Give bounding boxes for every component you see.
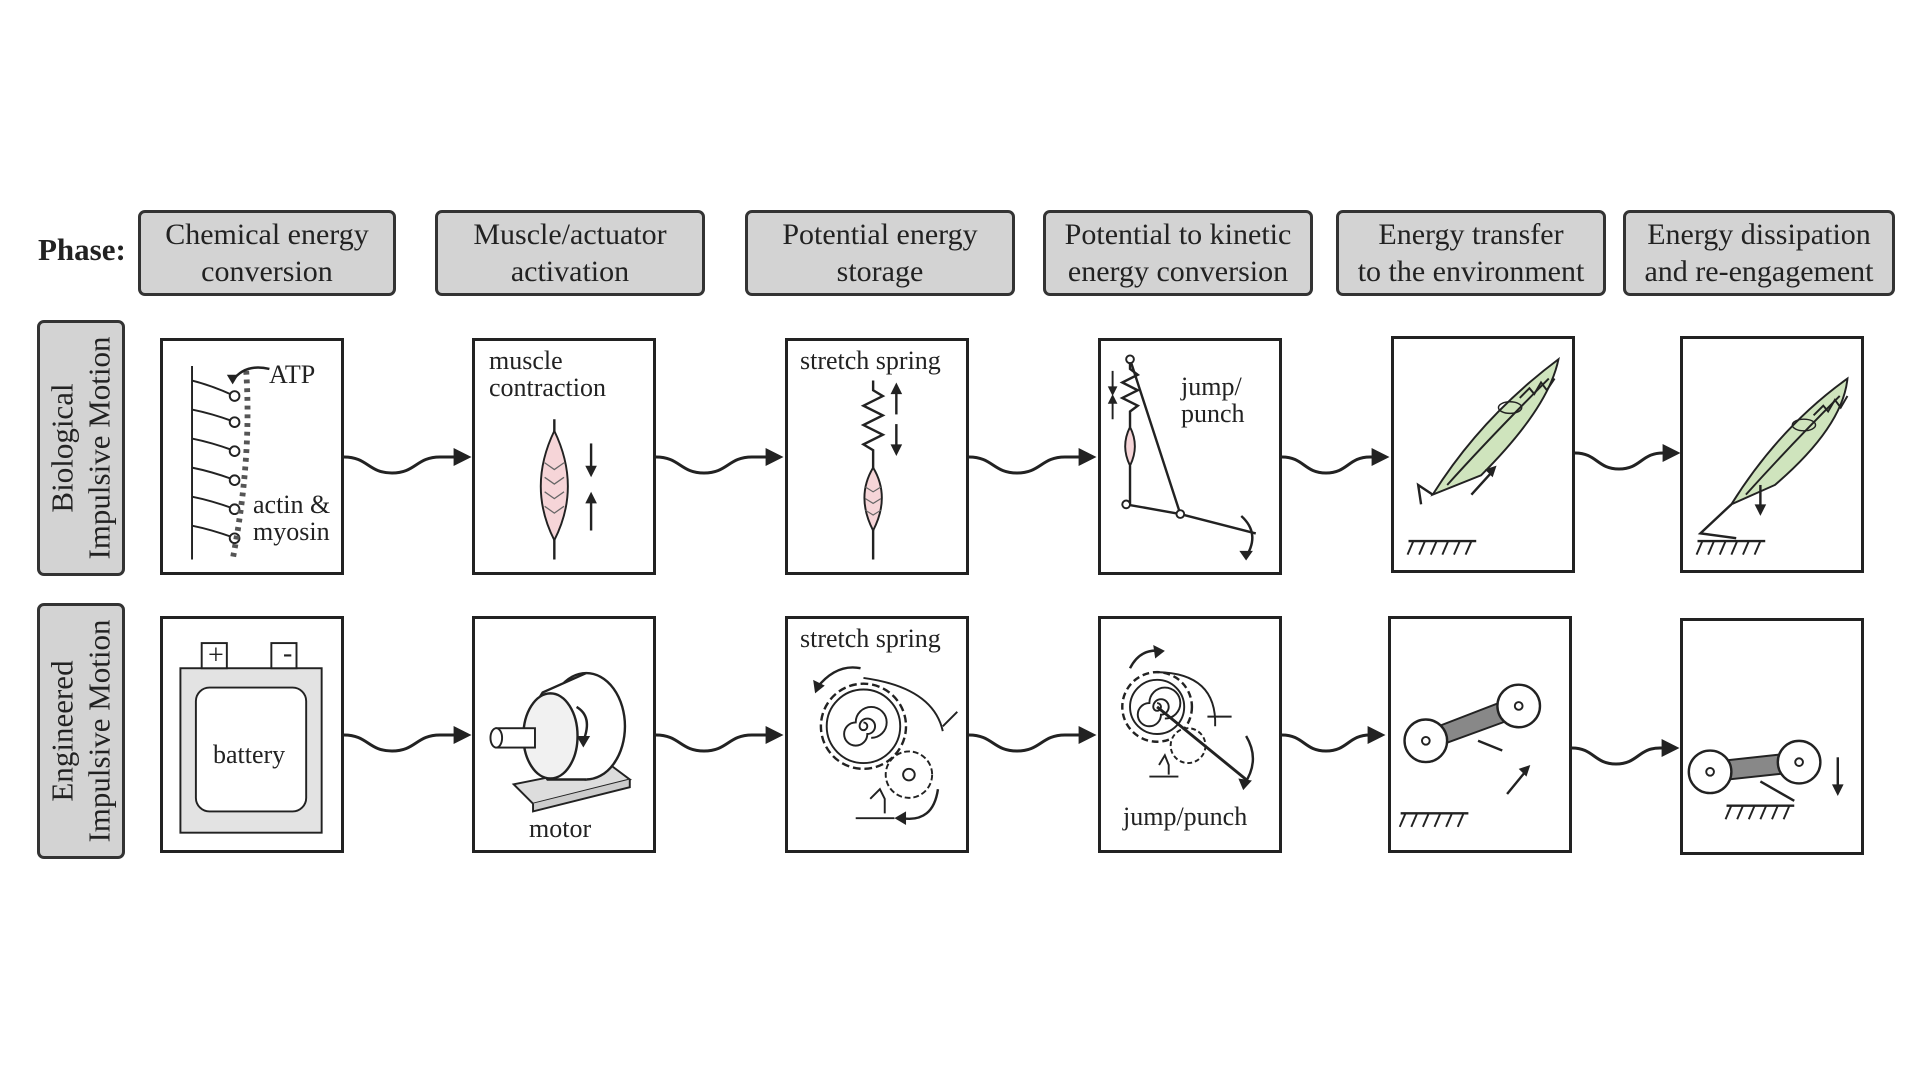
gear-release-illustration bbox=[1121, 645, 1255, 791]
panel-energy-transfer-eng bbox=[1388, 616, 1572, 853]
arrow-eng-2 bbox=[655, 726, 784, 753]
phase-energy-dissipation: Energy dissipation and re-engagement bbox=[1623, 210, 1895, 296]
arrow-eng-1 bbox=[343, 726, 472, 753]
spring-muscle-illustration bbox=[860, 380, 903, 560]
insect-leg-reengage-illustration bbox=[1695, 376, 1849, 556]
row-label-engineered: Engineered Impulsive Motion bbox=[37, 603, 125, 859]
row-label-biological: Biological Impulsive Motion bbox=[37, 320, 125, 576]
stretch-spring-bio-label: stretch spring bbox=[800, 346, 941, 375]
panel-jump-punch-eng: jump/punch bbox=[1098, 616, 1282, 853]
panel-stretch-spring-eng: stretch spring bbox=[785, 616, 969, 853]
arrow-eng-4 bbox=[1281, 726, 1386, 753]
stretch-spring-eng-label: stretch spring bbox=[800, 624, 941, 653]
row-label-biological-text: Biological Impulsive Motion bbox=[44, 336, 116, 560]
battery-plus-terminal: + bbox=[208, 640, 224, 671]
jump-punch-bio-label: jump/ punch bbox=[1181, 372, 1245, 429]
arrow-bio-4 bbox=[1281, 448, 1390, 475]
arrow-eng-5 bbox=[1571, 739, 1680, 766]
atp-label: ATP bbox=[269, 360, 316, 389]
insect-leg-ground-illustration bbox=[1406, 356, 1560, 556]
panel-muscle-contraction: muscle contraction bbox=[472, 338, 656, 575]
actin-myosin-label: actin & myosin bbox=[253, 490, 331, 547]
arrow-bio-3 bbox=[968, 448, 1097, 475]
row-label-engineered-text: Engineered Impulsive Motion bbox=[44, 619, 116, 843]
arrow-bio-2 bbox=[655, 448, 784, 475]
spiral-spring-gears-illustration bbox=[813, 666, 958, 825]
arrow-bio-5 bbox=[1574, 444, 1681, 471]
phase-label: Phase: bbox=[38, 232, 126, 267]
panel-motor: motor bbox=[472, 616, 656, 853]
phase-chemical-energy-conversion: Chemical energy conversion bbox=[138, 210, 396, 296]
phase-muscle-actuator-activation: Muscle/actuator activation bbox=[435, 210, 705, 296]
phase-potential-energy-storage: Potential energy storage bbox=[745, 210, 1015, 296]
panel-energy-dissipation-eng bbox=[1680, 618, 1864, 855]
panel-energy-dissipation-bio bbox=[1680, 336, 1864, 573]
muscle-contraction-label: muscle contraction bbox=[489, 346, 606, 403]
jump-punch-eng-label: jump/punch bbox=[1123, 802, 1248, 831]
actin-myosin-illustration bbox=[191, 366, 270, 561]
motor-label: motor bbox=[529, 814, 592, 843]
arrow-bio-1 bbox=[343, 448, 472, 475]
motor-illustration bbox=[489, 671, 632, 813]
panel-energy-transfer-bio bbox=[1391, 336, 1575, 573]
battery-minus-terminal: - bbox=[283, 638, 293, 669]
battery-illustration bbox=[179, 642, 323, 834]
robot-leg-ground-illustration bbox=[1398, 683, 1542, 828]
panel-stretch-spring-bio: stretch spring bbox=[785, 338, 969, 575]
panel-actin-myosin: ATP actin & myosin bbox=[160, 338, 344, 575]
muscle-illustration bbox=[539, 419, 597, 560]
leg-linkage-illustration bbox=[1107, 354, 1257, 561]
panel-jump-punch-bio: jump/ punch bbox=[1098, 338, 1282, 575]
panel-battery: + - battery bbox=[160, 616, 344, 853]
phase-energy-transfer: Energy transfer to the environment bbox=[1336, 210, 1606, 296]
phase-potential-to-kinetic: Potential to kinetic energy conversion bbox=[1043, 210, 1313, 296]
robot-leg-reengage-illustration bbox=[1687, 739, 1844, 820]
arrow-eng-3 bbox=[968, 726, 1097, 753]
battery-label: battery bbox=[213, 740, 286, 769]
